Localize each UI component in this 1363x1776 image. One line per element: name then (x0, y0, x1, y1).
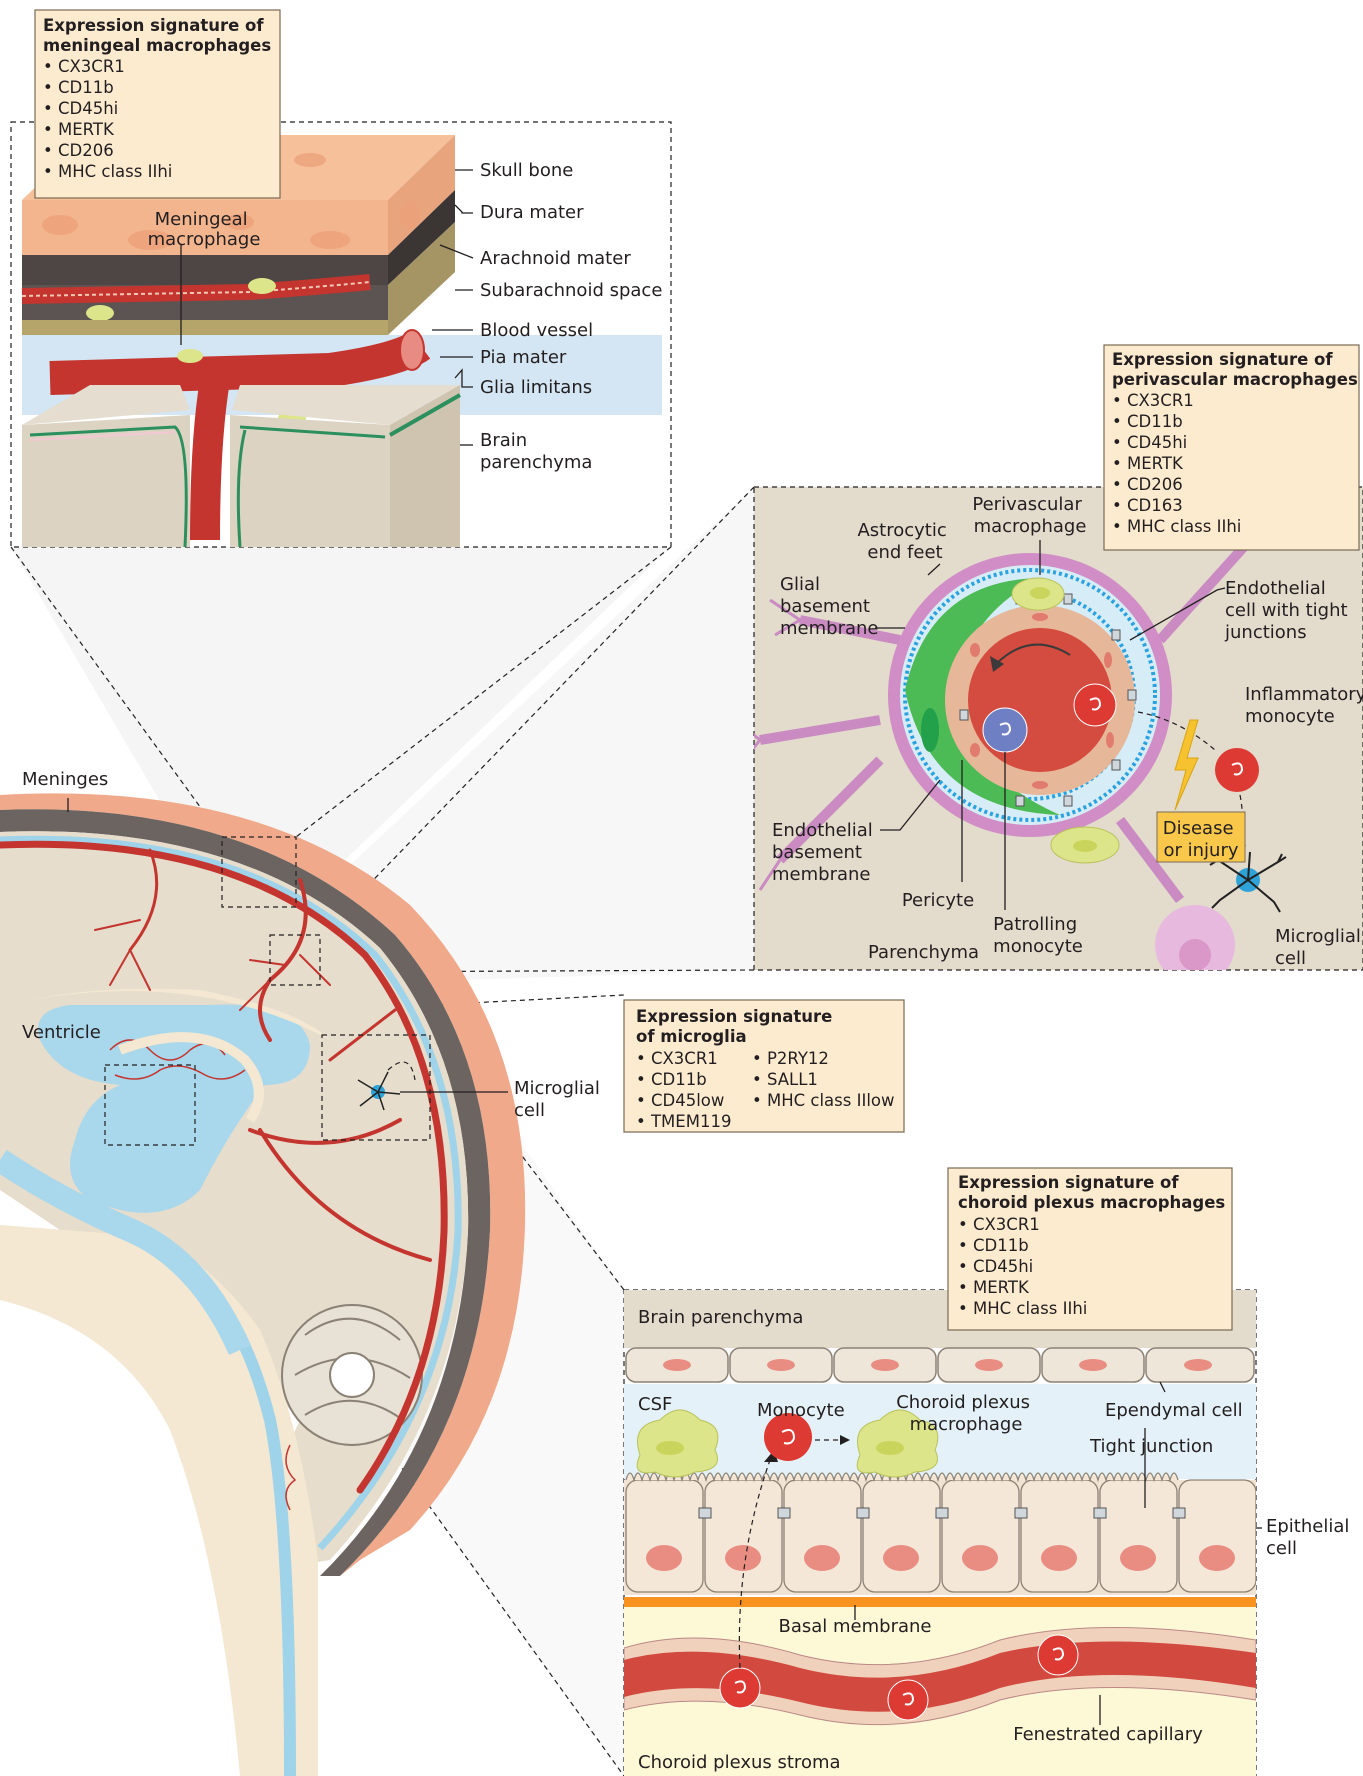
perivascular-panel: Disease or injury Astrocytic end feet Pe… (735, 345, 1363, 985)
endothelial-basement-membrane-label: Endothelial basement membrane (772, 820, 879, 885)
dura-mater-label: Dura mater (480, 202, 584, 223)
meningeal-macrophage-label: Meningeal macrophage (148, 209, 261, 250)
epithelial-cells (624, 1473, 1256, 1595)
patrolling-monocyte-label: Patrolling monocyte (993, 914, 1083, 957)
basal-membrane (624, 1597, 1256, 1607)
perivascular-signature-title: Expression signature of perivascular mac… (1112, 350, 1358, 389)
epithelial-cell-label: Epithelial cell (1266, 1516, 1355, 1559)
ependymal-cells (626, 1348, 1254, 1382)
choroid-plexus-macrophage-label: Choroid plexus macrophage (896, 1392, 1036, 1435)
meninges-label: Meninges (22, 769, 108, 790)
monocyte-label: Monocyte (757, 1400, 845, 1421)
choroid-plexus-panel: Brain parenchyma CSF Monocyte Choroid pl… (624, 1168, 1355, 1776)
meninges-panel: Meningeal macrophage Skull bone Dura mat… (11, 10, 671, 547)
ependymal-cell-label: Ependymal cell (1105, 1400, 1243, 1421)
parenchyma-label: Parenchyma (868, 942, 979, 963)
csf-label: CSF (638, 1394, 672, 1415)
fenestrated-capillary-label: Fenestrated capillary (1013, 1724, 1203, 1745)
arachnoid-mater-label: Arachnoid mater (480, 248, 631, 269)
choroid-plexus-stroma-label: Choroid plexus stroma (638, 1752, 841, 1773)
pericyte-label: Pericyte (902, 890, 974, 911)
blood-vessel-label: Blood vessel (480, 320, 593, 341)
basal-membrane-label: Basal membrane (779, 1616, 932, 1637)
pia-mater-label: Pia mater (480, 347, 567, 368)
microglia-signature: Expression signature of microglia • CX3C… (624, 1000, 904, 1132)
meningeal-signature-title: Expression signature of meningeal macrop… (43, 16, 271, 55)
ventricle-label: Ventricle (22, 1022, 101, 1043)
perivascular-macrophage-label: Perivascular macrophage (972, 494, 1087, 537)
disease-or-injury-label: Disease or injury (1163, 818, 1240, 861)
cp-brain-parenchyma-label: Brain parenchyma (638, 1307, 803, 1328)
astrocytic-end-feet-label: Astrocytic end feet (857, 520, 952, 563)
brain-microglial-label: Microglial cell (514, 1078, 606, 1121)
brain-parenchyma-label: Brain parenchyma (480, 430, 592, 473)
tight-junction-label: Tight junction (1089, 1436, 1213, 1457)
skull-bone-label: Skull bone (480, 160, 573, 181)
subarachnoid-space-label: Subarachnoid space (480, 280, 662, 301)
glia-limitans-label: Glia limitans (480, 377, 592, 398)
